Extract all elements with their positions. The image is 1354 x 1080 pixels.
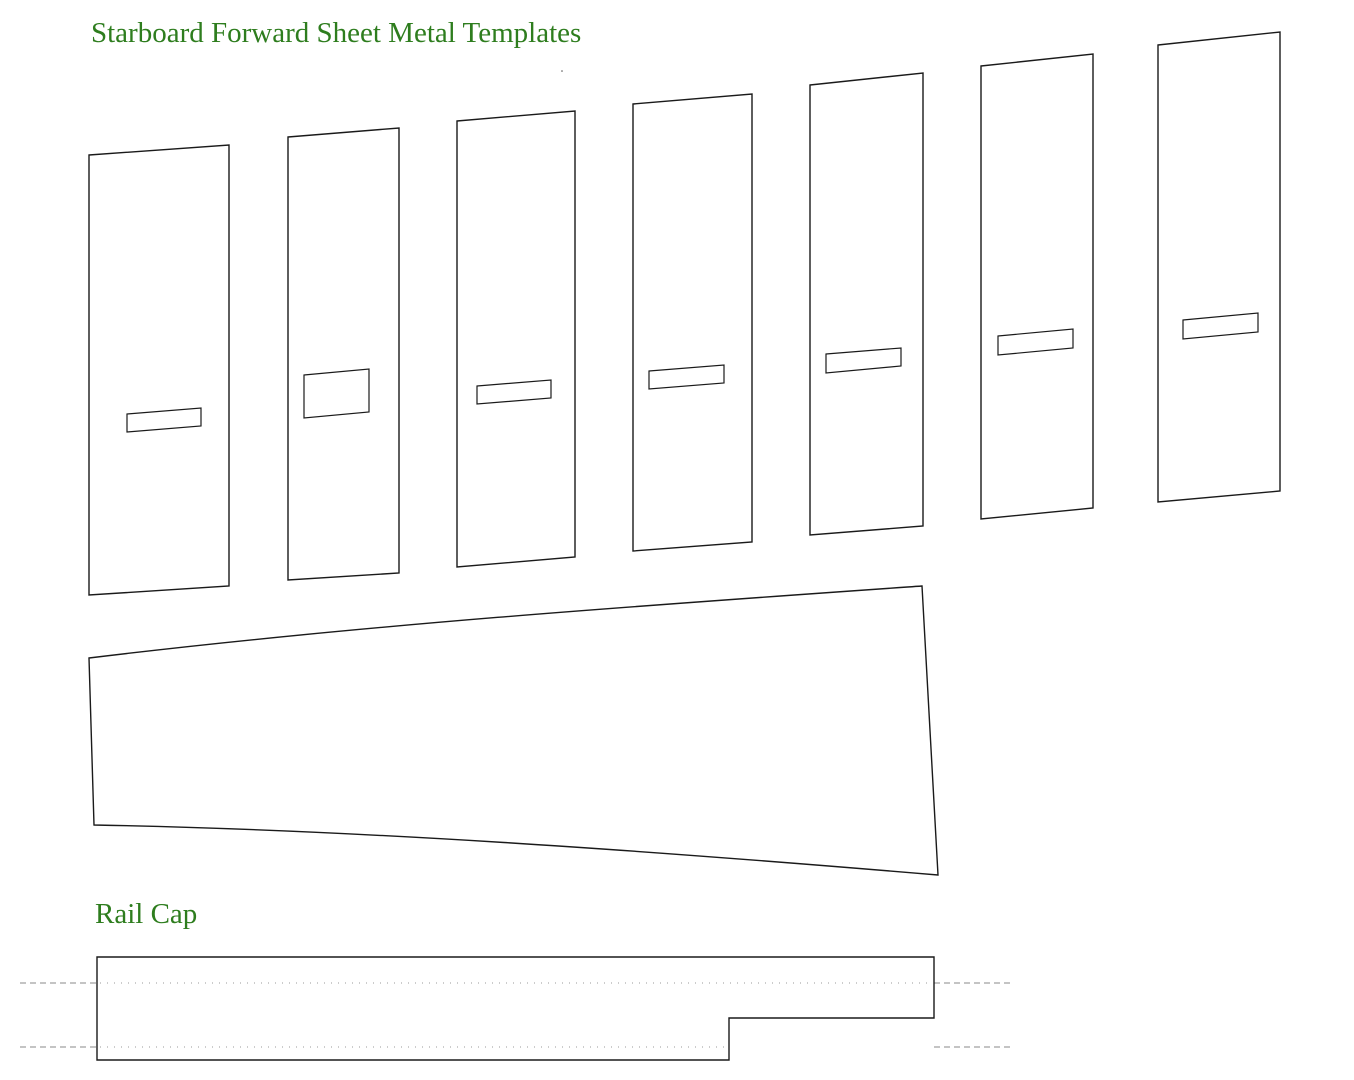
panel-3-outline xyxy=(456,110,576,568)
page-title: Starboard Forward Sheet Metal Templates xyxy=(91,17,582,49)
panel-5 xyxy=(809,72,924,536)
rail-cap-label: Rail Cap xyxy=(95,898,198,930)
panel-5-slot xyxy=(825,347,902,374)
tapered-template-outline xyxy=(88,585,939,876)
panel-1-outline xyxy=(88,144,230,596)
panel-7-slot xyxy=(1182,312,1259,340)
stray-mark xyxy=(561,70,563,72)
rail-cap-outline xyxy=(96,956,935,1061)
panel-4-slot xyxy=(648,364,725,390)
panel-7 xyxy=(1157,31,1281,503)
panel-1 xyxy=(88,144,230,596)
panel-7-outline xyxy=(1157,31,1281,503)
panel-1-slot xyxy=(126,407,202,433)
panel-5-outline xyxy=(809,72,924,536)
panel-2-outline xyxy=(287,127,400,581)
panel-2 xyxy=(287,127,400,581)
panel-2-slot xyxy=(303,368,370,419)
panel-6-slot xyxy=(997,328,1074,356)
panel-4 xyxy=(632,93,753,552)
panel-3-slot xyxy=(476,379,552,405)
panel-3 xyxy=(456,110,576,568)
panel-6 xyxy=(980,53,1094,520)
panel-4-outline xyxy=(632,93,753,552)
rail-cap-guides xyxy=(20,982,1013,1048)
panel-6-outline xyxy=(980,53,1094,520)
